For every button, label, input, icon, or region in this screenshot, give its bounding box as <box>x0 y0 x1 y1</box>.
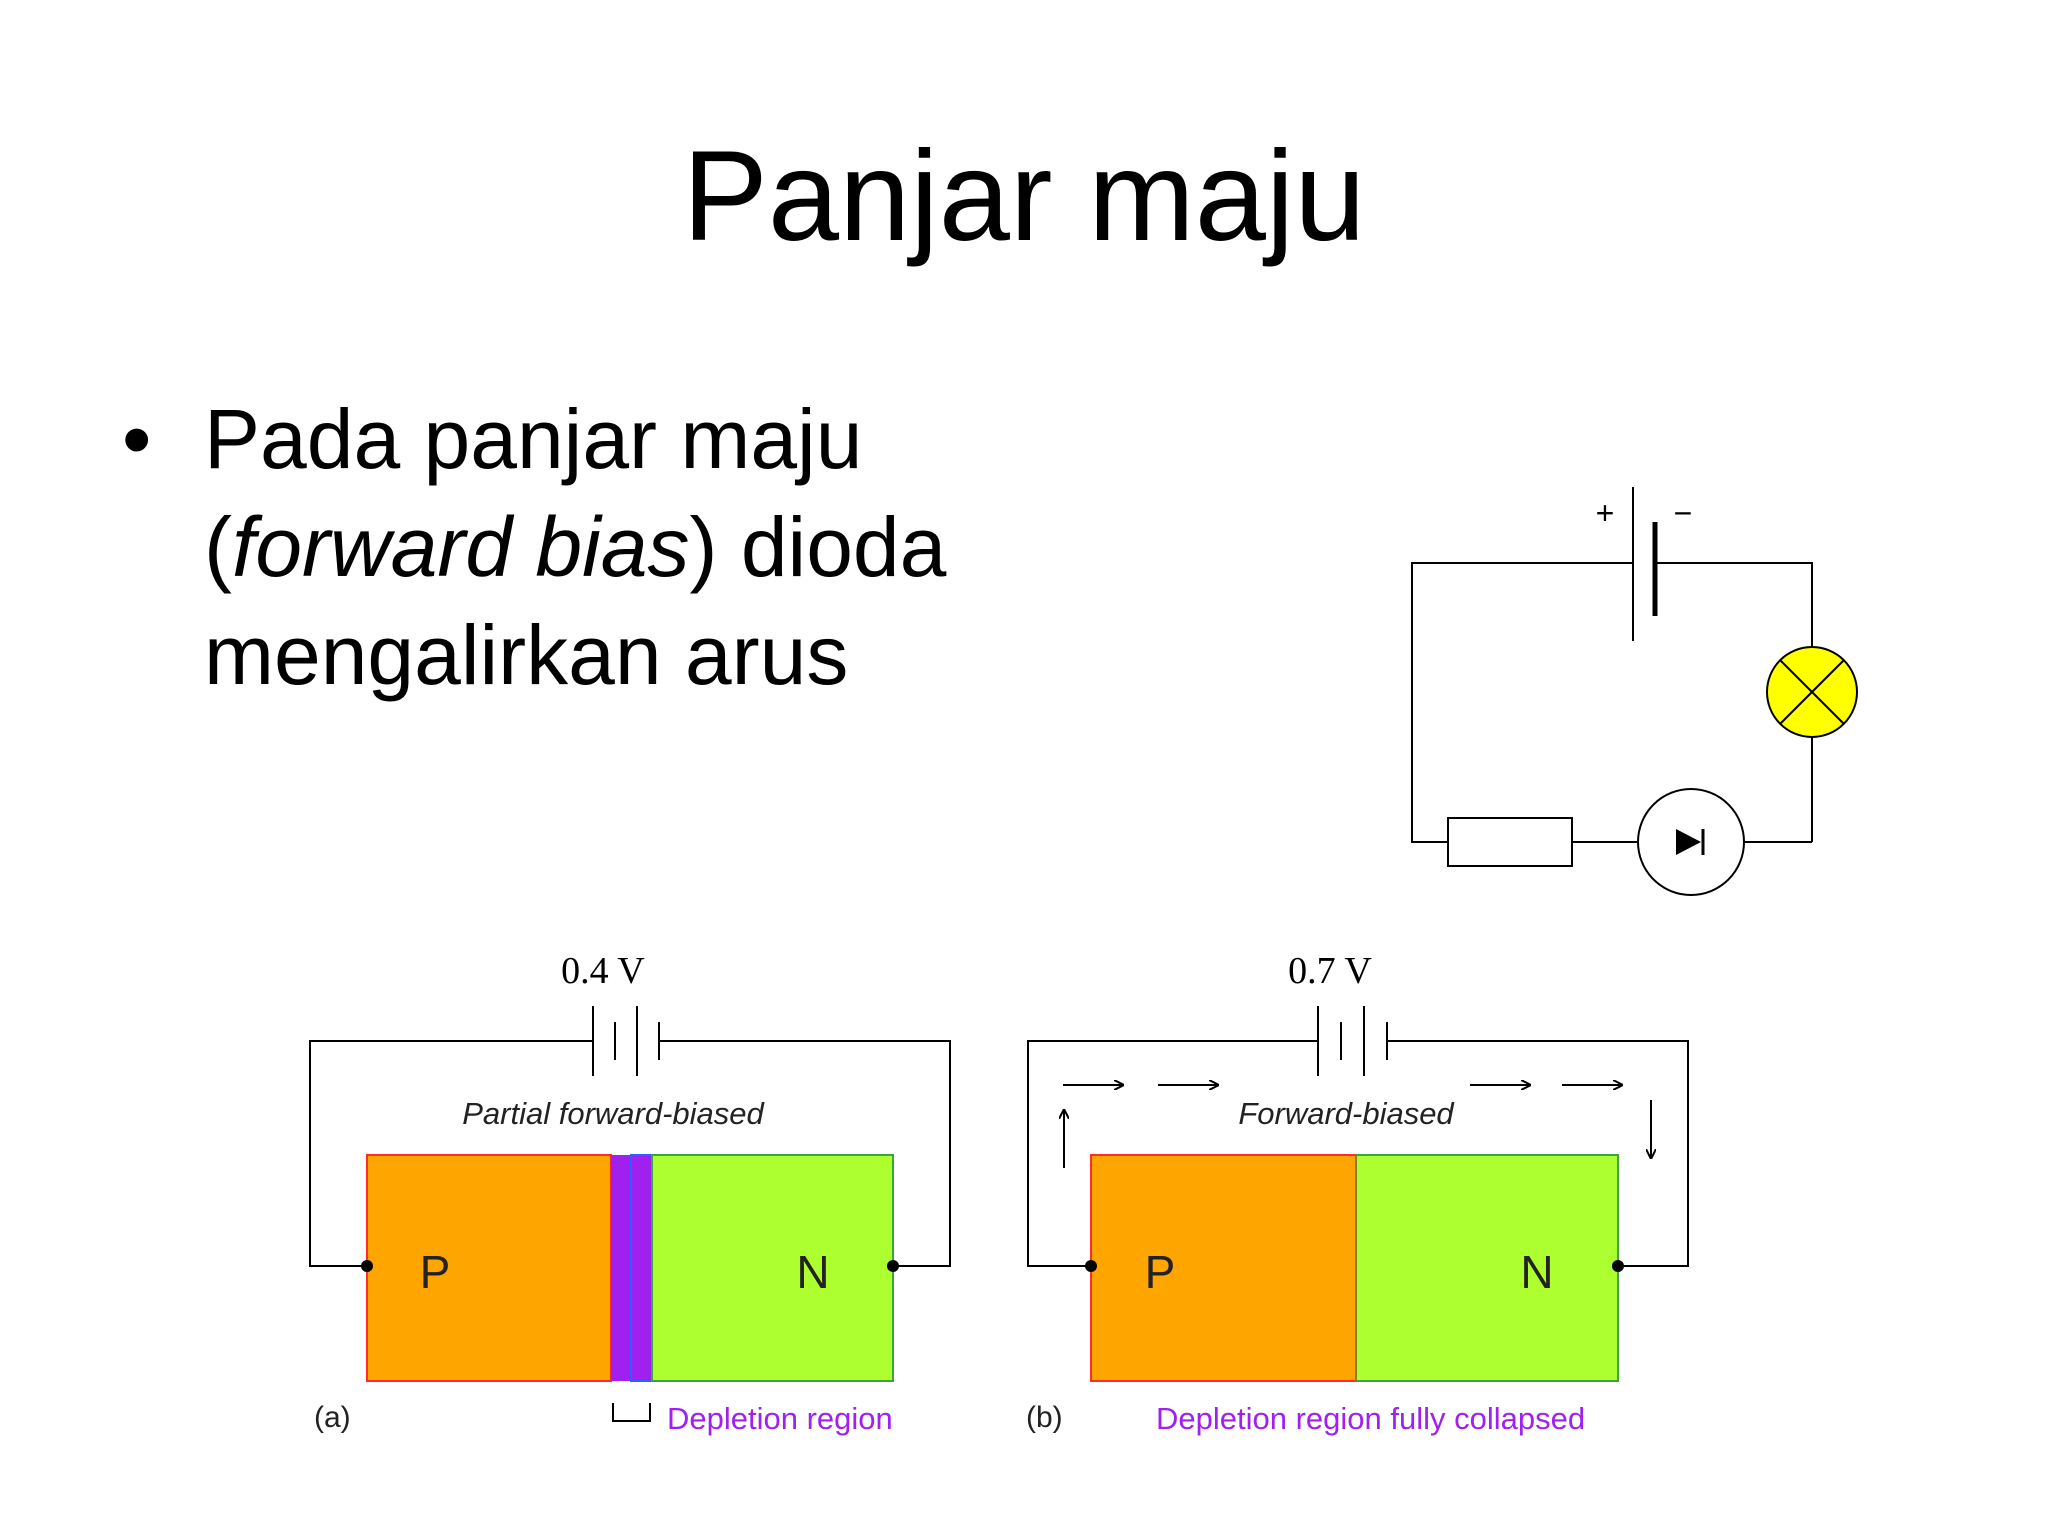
wire-b-left <box>1027 1040 1318 1267</box>
voltage-label-b: 0.7 V <box>1288 950 1372 992</box>
circuit-wire-top-left <box>1411 562 1633 843</box>
paren-open: ( <box>204 500 232 594</box>
caption-a: Partial forward-biased <box>462 1096 765 1131</box>
n-label-b: N <box>1520 1246 1553 1298</box>
wire-a-right <box>659 1040 951 1267</box>
p-label-b: P <box>1145 1246 1176 1298</box>
wire-b-right <box>1387 1040 1689 1267</box>
lamp-symbol <box>1766 646 1858 738</box>
battery-symbol <box>1632 487 1658 641</box>
panel-label-a: (a) <box>314 1401 351 1434</box>
depletion-label-b: Depletion region fully collapsed <box>1156 1401 1585 1436</box>
caption-b: Forward-biased <box>1238 1096 1455 1131</box>
circuit-schematic: + − <box>1411 487 1858 896</box>
forward-bias-term: forward bias <box>231 500 690 594</box>
bullet-text: Pada panjar maju (forward bias) dioda me… <box>204 385 1304 709</box>
diagram-a: 0.4 V Partial forward-biased P N (a) Dep… <box>309 950 951 1436</box>
slide-title: Panjar maju <box>682 125 1366 268</box>
p-region-a <box>366 1154 612 1382</box>
bullet-dot: • <box>122 392 152 486</box>
bullet-line-1: Pada panjar maju <box>204 392 863 486</box>
bullet-line-2-rest: ) dioda <box>689 500 947 594</box>
voltage-label-a: 0.4 V <box>561 950 645 992</box>
depletion-p-side-a <box>611 1155 631 1381</box>
wire-a-left <box>309 1040 593 1267</box>
resistor-symbol <box>1447 817 1573 867</box>
terminal-dot-a-right <box>887 1260 899 1272</box>
n-region-b <box>1355 1154 1619 1382</box>
terminal-dot-b-left <box>1085 1260 1097 1272</box>
diode-symbol <box>1637 788 1745 896</box>
terminal-dot-a-left <box>361 1260 373 1272</box>
terminal-dot-b-right <box>1612 1260 1624 1272</box>
p-region-b <box>1090 1154 1357 1382</box>
current-arrows-b <box>1063 1085 1651 1168</box>
circuit-wire-top-right <box>1655 562 1813 647</box>
n-region-a <box>651 1154 894 1382</box>
battery-minus-sign: − <box>1674 495 1693 531</box>
battery-plus-sign: + <box>1596 495 1615 531</box>
bullet-line-3: mengalirkan arus <box>204 608 849 702</box>
depletion-label-a: Depletion region <box>667 1401 893 1436</box>
p-label-a: P <box>420 1246 451 1298</box>
n-label-a: N <box>796 1246 829 1298</box>
battery-symbol-a <box>592 1006 660 1076</box>
diagram-b: 0.7 V Forward-biased P N (b) Depletion r… <box>1026 950 1689 1436</box>
bullet-line-2: (forward bias) dioda <box>204 493 1304 601</box>
depletion-bracket-a <box>612 1403 651 1422</box>
depletion-n-side-a <box>630 1154 653 1382</box>
battery-symbol-b <box>1317 1006 1388 1076</box>
panel-label-b: (b) <box>1026 1401 1063 1434</box>
